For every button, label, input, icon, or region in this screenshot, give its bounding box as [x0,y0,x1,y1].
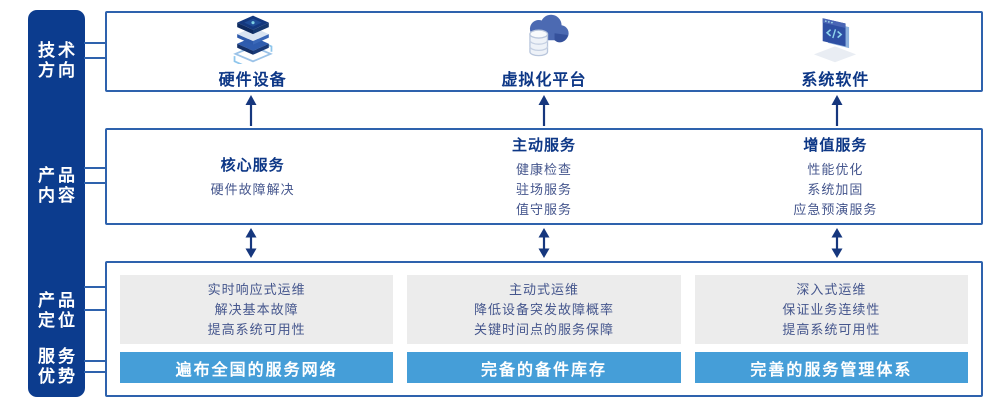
sidebar-item-service-advantage: 服务 优势 [28,347,85,387]
sidebar-label-line: 技术 [38,41,78,60]
connector-line [84,371,107,373]
sidebar-label-line: 优势 [38,367,78,386]
advantage-banner: 完善的服务管理体系 [694,352,968,383]
connector-line [84,286,107,288]
tech-direction-box: 硬件设备 虚拟化平台 [105,11,983,92]
arrow-cell [398,94,691,126]
positioning-point: 提高系统可用性 [207,321,306,337]
positioning-point: 实时响应式运维 [207,281,306,297]
arrow-cell [105,227,398,259]
connector-line [84,309,107,311]
positioning-point: 提高系统可用性 [782,321,881,337]
sidebar-item-product-positioning: 产品 定位 [28,291,85,331]
arrow-cell [398,227,691,259]
tech-label-hardware: 硬件设备 [218,72,287,89]
positioning-column-proactive: 主动式运维 降低设备突发故障概率 关键时间点的服务保障 完备的备件库存 [407,275,681,383]
service-title: 增值服务 [803,136,868,154]
up-arrow-icon [538,94,550,126]
advantage-banner: 遍布全国的服务网络 [120,352,394,383]
connector-line [84,182,107,184]
connector-line [84,167,107,169]
connector-line [84,57,107,59]
up-arrow-icon [245,94,257,126]
positioning-point: 保证业务连续性 [782,301,881,317]
double-arrow-icon [831,228,843,258]
service-title: 核心服务 [220,156,285,174]
sidebar-label-line: 内容 [38,186,78,205]
tech-column-virtualization: 虚拟化平台 [398,13,689,90]
service-item: 性能优化 [807,161,864,177]
sidebar-item-product-content: 产品 内容 [28,166,85,206]
tech-column-hardware: 硬件设备 [107,13,398,90]
positioning-panel: 实时响应式运维 解决基本故障 提高系统可用性 [120,275,394,344]
advantage-banner: 完备的备件库存 [407,352,681,383]
arrow-row-double [105,227,983,259]
positioning-point: 深入式运维 [796,281,867,297]
sidebar-label-line: 服务 [38,347,78,366]
service-title: 主动服务 [511,136,576,154]
connector-line [84,360,107,362]
positioning-column-realtime: 实时响应式运维 解决基本故障 提高系统可用性 遍布全国的服务网络 [120,275,394,383]
positioning-panel: 深入式运维 保证业务连续性 提高系统可用性 [694,275,968,344]
sidebar-label-line: 产品 [38,166,78,185]
service-item: 值守服务 [515,201,572,217]
service-item: 应急预演服务 [793,201,878,217]
cloud-database-icon [529,14,569,57]
positioning-advantage-box: 实时响应式运维 解决基本故障 提高系统可用性 遍布全国的服务网络 主动式运维 降… [105,261,983,397]
service-item: 驻场服务 [515,181,572,197]
arrow-cell [690,227,983,259]
up-arrow-icon [831,94,843,126]
double-arrow-icon [538,228,550,258]
positioning-point: 降低设备突发故障概率 [473,301,614,317]
sidebar-label-line: 方向 [38,61,78,80]
sidebar-label-line: 定位 [38,311,78,330]
arrow-cell [105,94,398,126]
sidebar-label-line: 产品 [38,291,78,310]
product-content-box: 核心服务 硬件故障解决 主动服务 健康检查 驻场服务 值守服务 增值服务 性能优… [105,128,983,225]
tech-column-software: 系统软件 [690,13,981,90]
sidebar-item-tech-direction: 技术 方向 [28,41,85,81]
positioning-point: 主动式运维 [508,281,579,297]
service-column-value-added: 增值服务 性能优化 系统加固 应急预演服务 [690,130,981,223]
positioning-point: 解决基本故障 [214,301,299,317]
positioning-point: 关键时间点的服务保障 [473,321,614,337]
service-item: 系统加固 [807,181,864,197]
connector-line [84,42,107,44]
service-column-core: 核心服务 硬件故障解决 [107,130,398,223]
sidebar: 技术 方向 产品 内容 产品 定位 服务 优势 [28,10,85,397]
double-arrow-icon [245,228,257,258]
tech-label-software: 系统软件 [801,72,870,89]
code-window-icon [814,18,857,63]
tech-label-virtualization: 虚拟化平台 [501,72,587,89]
positioning-panel: 主动式运维 降低设备突发故障概率 关键时间点的服务保障 [407,275,681,344]
service-column-proactive: 主动服务 健康检查 驻场服务 值守服务 [398,130,689,223]
service-item: 健康检查 [515,161,572,177]
server-stack-icon [232,15,273,64]
positioning-column-indepth: 深入式运维 保证业务连续性 提高系统可用性 完善的服务管理体系 [694,275,968,383]
arrow-row-up [105,94,983,126]
service-item: 硬件故障解决 [210,181,295,197]
arrow-cell [690,94,983,126]
